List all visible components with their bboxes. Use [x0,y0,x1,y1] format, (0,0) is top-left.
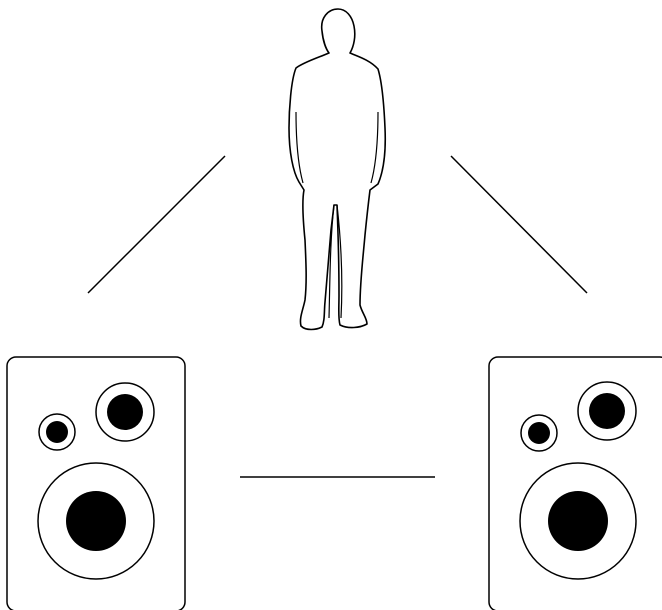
right-speaker-icon [489,357,662,610]
left-tweeter-cone [46,421,68,443]
right-woofer-cone [548,491,608,551]
left-speaker-icon [7,357,185,610]
right-tweeter-cone [528,422,550,444]
right-midrange-cone [589,393,625,429]
right-speaker-to-listener-line [451,156,587,293]
left-speaker-to-listener-line [88,156,225,293]
left-woofer-cone [66,491,126,551]
left-midrange-cone [107,394,143,430]
person-icon [289,9,385,330]
